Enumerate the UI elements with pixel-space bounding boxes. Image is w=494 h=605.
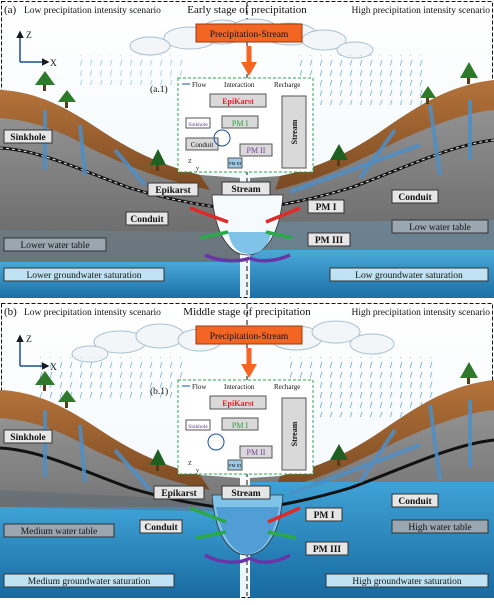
axis-x-label: X <box>50 363 57 373</box>
inset-pm3: PM III <box>229 161 242 166</box>
banner-label: Precipitation-Stream <box>210 332 289 342</box>
inset-sinkhole: Sinkhole <box>188 424 208 430</box>
down-arrow-icon <box>241 62 257 76</box>
legend-interaction: Interaction <box>224 383 255 391</box>
label-left-saturation-b: Medium groundwater saturation <box>28 577 151 587</box>
exchange-arrows <box>189 506 301 564</box>
exchange-arrows <box>189 206 301 263</box>
axes-icon: Z X <box>16 30 57 69</box>
label-stream-a: Stream <box>231 185 260 195</box>
legend-flow: Flow <box>192 383 207 391</box>
panel-a: (a) Low precipitation intensity scenario… <box>0 1 494 298</box>
inset-sinkhole: Sinkhole <box>188 122 208 128</box>
label-left-table-b: Medium water table <box>21 527 98 537</box>
label-epikarst-b: Epikarst <box>161 489 197 499</box>
inset-a1-tag: (a.1) <box>150 84 168 95</box>
label-right-table-a: Low water table <box>409 223 471 233</box>
label-pm3-b: PM III <box>313 545 342 555</box>
label-conduit-left-a: Conduit <box>130 215 164 225</box>
label-sinkhole-a: Sinkhole <box>10 133 45 143</box>
legend-interaction: Interaction <box>224 81 255 89</box>
inset-pm1: PM I <box>232 421 249 430</box>
label-right-saturation-b: High groundwater saturation <box>352 577 461 587</box>
legend-recharge: Recharge <box>274 383 300 391</box>
panel-a-left-scenario: Low precipitation intensity scenario <box>24 6 161 16</box>
axis-z-label: Z <box>26 31 32 41</box>
label-conduit-right-a: Conduit <box>398 193 432 203</box>
inset-b1: (b.1) Flow Interaction Recharge EpiKarst… <box>150 379 314 475</box>
legend-recharge: Recharge <box>274 81 300 89</box>
tree-icon <box>35 362 478 471</box>
soil-right <box>275 380 494 490</box>
inset-b1-tag: (b.1) <box>150 386 168 397</box>
label-stream-b: Stream <box>231 489 260 499</box>
precipitation-stream-banner <box>195 23 303 43</box>
label-sinkhole-b: Sinkhole <box>10 433 45 443</box>
banner-label: Precipitation-Stream <box>210 30 289 40</box>
panel-b-tag: (b) <box>4 306 17 318</box>
soil-right <box>275 80 494 190</box>
panel-b-right-scenario: High precipitation intensity scenario <box>351 308 490 318</box>
panel-b-labels: Sinkhole Epikarst Conduit Stream PM I Co… <box>3 429 489 588</box>
label-right-table-b: High water table <box>408 523 471 533</box>
infiltration-arrows <box>43 400 472 496</box>
panel-a-tag: (a) <box>4 4 17 16</box>
precipitation-stream-banner <box>195 325 303 345</box>
down-arrow-icon <box>241 364 257 378</box>
inset-stream: Stream <box>290 119 299 144</box>
conduit-left-line <box>0 446 226 510</box>
label-pm1-b: PM I <box>314 511 335 521</box>
panel-a-right-scenario: High precipitation intensity scenario <box>351 6 490 16</box>
axis-x-label: X <box>50 59 57 69</box>
inset-axis-y: y <box>196 468 199 474</box>
conduit-right-line <box>261 438 494 510</box>
inset-pm1: PM I <box>232 119 249 128</box>
label-pm1-a: PM I <box>316 203 337 213</box>
label-conduit-right-b: Conduit <box>398 497 432 507</box>
label-epikarst-a: Epikarst <box>155 186 191 196</box>
inset-axis-z: Z <box>188 159 192 165</box>
inset-epikarst: EpiKarst <box>222 97 254 106</box>
axis-z-label: Z <box>26 335 32 345</box>
panel-a-labels: Sinkhole Epikarst Conduit Stream PM I Co… <box>3 129 489 282</box>
tree-icon <box>35 62 478 171</box>
inset-axis-z: Z <box>188 461 192 467</box>
label-conduit-left-b: Conduit <box>144 523 178 533</box>
inset-pm2: PM II <box>247 146 266 155</box>
axes-icon: Z X <box>16 334 57 373</box>
inset-stream: Stream <box>290 421 299 446</box>
inset-axis-y: y <box>196 166 199 172</box>
label-left-table-a: Lower water table <box>20 241 89 251</box>
panel-b-title: Middle stage of precipitation <box>183 306 311 318</box>
panel-a-title: Early stage of precipitation <box>187 4 307 16</box>
panel-b: (b) Low precipitation intensity scenario… <box>0 303 494 598</box>
inset-a1: (a.1) Flow Interaction Recharge EpiKarst… <box>150 77 314 173</box>
label-right-saturation-a: Low groundwater saturation <box>355 271 463 281</box>
rain-right <box>300 55 430 105</box>
inset-pm2: PM II <box>247 448 266 457</box>
inset-conduit: Conduit <box>191 141 214 149</box>
infiltration-arrows <box>43 100 472 194</box>
rain-right <box>290 357 440 417</box>
inset-pm3: PM III <box>229 463 242 468</box>
panel-b-left-scenario: Low precipitation intensity scenario <box>24 308 161 318</box>
rain-left <box>80 55 190 85</box>
legend-flow: Flow <box>192 81 207 89</box>
label-pm3-a: PM III <box>315 236 344 246</box>
inset-epikarst: EpiKarst <box>222 399 254 408</box>
label-left-saturation-a: Lower groundwater saturation <box>26 271 141 281</box>
